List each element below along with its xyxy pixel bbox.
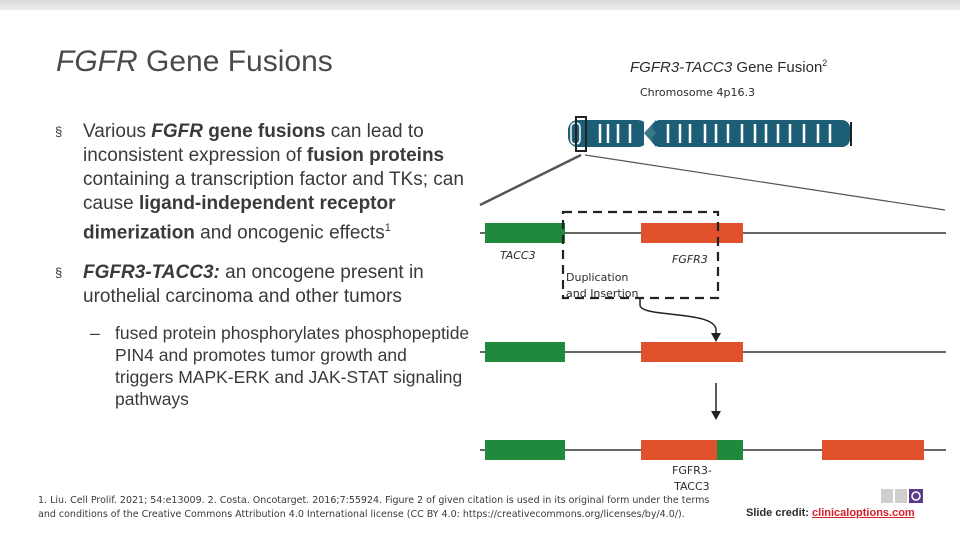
zoom-line-right: [584, 154, 946, 211]
title-italic: FGFR: [56, 45, 138, 78]
bullet-text-segment: Various: [83, 121, 152, 142]
bullet-text-segment: gene fusions: [203, 121, 326, 142]
sub-bullet-dash: –: [90, 323, 100, 343]
tacc3-gene-fusion-row: [485, 440, 565, 460]
bullet-list: § Various FGFR gene fusions can lead to i…: [55, 120, 475, 309]
cco-logo: [881, 489, 923, 503]
bullet-text-segment: an oncogene present in urothelial carcin…: [83, 262, 424, 308]
fgfr3-gene-original: [641, 223, 743, 243]
diagram-title-italic: FGFR3-TACC3: [630, 59, 733, 76]
chromosome-bands: [598, 124, 832, 143]
credit-label: Slide credit:: [746, 507, 813, 519]
bullet-text-segment: ligand-independent receptor dimerization: [83, 193, 396, 244]
bullet-text-segment: and oncogenic effects: [194, 222, 385, 244]
chromosome-label: Chromosome 4p16.3: [640, 86, 756, 99]
tacc3-fusion-part: [717, 440, 743, 460]
diagram-title-sup: 2: [822, 58, 828, 68]
tacc3-gene-original: [485, 223, 565, 243]
bullet-text-segment: 1: [384, 222, 391, 234]
fusion-arrowhead: [711, 411, 721, 420]
footnote: 1. Liu. Cell Prolif. 2021; 54:e13009. 2.…: [38, 495, 710, 520]
fgfr3-gene-fusion-row: [822, 440, 924, 460]
zoom-line-left: [479, 153, 582, 207]
bullet-text-segment: FGFR: [151, 121, 204, 142]
title-rest: Gene Fusions: [137, 45, 333, 78]
locus-box: [575, 116, 587, 152]
chromosome-long-arm: [652, 120, 850, 147]
diagram-title-rest: Gene Fusion: [732, 59, 823, 76]
bullet-text-segment: FGFR3-TACC3:: [83, 262, 220, 284]
tacc3-gene-duplicated: [485, 342, 565, 362]
sub-bullet-text: fused protein phosphorylates phosphopept…: [115, 323, 470, 409]
bullet-text-segment: can lead to inconsistent expression of: [83, 121, 424, 166]
bullet-mark: §: [55, 265, 63, 281]
fgfr3-gene-duplicated: [641, 342, 743, 362]
label-fgfr3: FGFR3: [672, 253, 708, 266]
insertion-arrow-path: [639, 298, 717, 336]
bullet-text-segment: containing a transcription factor and TK…: [83, 169, 464, 214]
slide-credit: Slide credit: clinicaloptions.com: [746, 507, 915, 519]
sub-bullet: – fused protein phosphorylates phosphope…: [90, 322, 470, 410]
bullet-text-segment: fusion proteins: [306, 145, 445, 166]
bullet-item-1: § Various FGFR gene fusions can lead to i…: [55, 120, 475, 245]
credit-link[interactable]: clinicaloptions.com: [812, 507, 915, 519]
insertion-arrowhead: [711, 333, 721, 342]
diagram-title: FGFR3-TACC3 Gene Fusion2: [630, 58, 827, 76]
fgfr3-fusion-part: [641, 440, 717, 460]
label-fusion: FGFR3-TACC3: [672, 464, 712, 493]
bullet-item-2: § FGFR3-TACC3: an oncogene present in uro…: [55, 261, 475, 309]
top-bar: [0, 0, 960, 10]
slide-title: FGFR Gene Fusions: [56, 45, 333, 79]
label-tacc3: TACC3: [500, 249, 536, 262]
bullet-mark: §: [55, 124, 63, 139]
chromosome-ideogram: [568, 116, 852, 152]
